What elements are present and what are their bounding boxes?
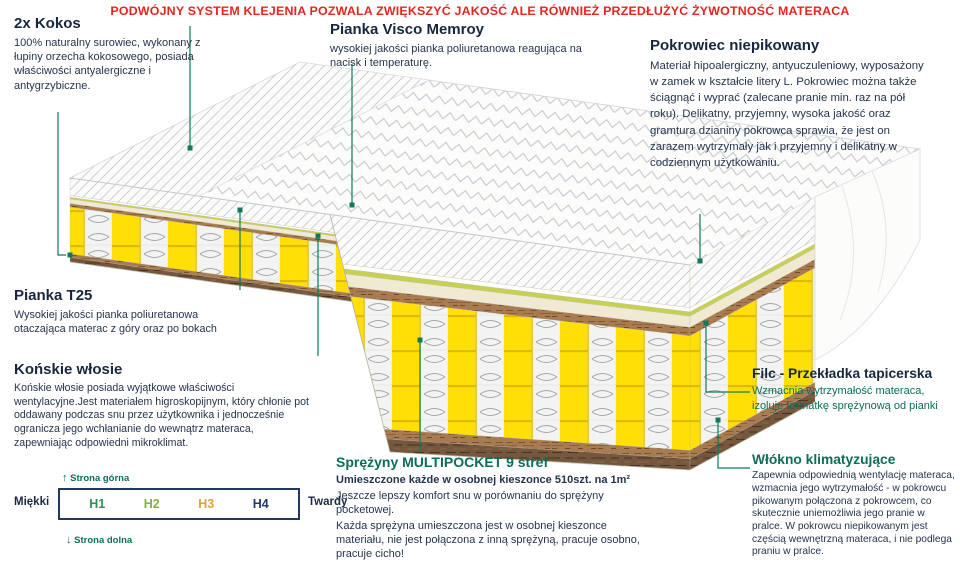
cover-drape: [814, 148, 921, 361]
callout-wlokno-body: Zapewnia odpowiednią wentylację materaca…: [752, 470, 955, 558]
callout-t25-title: Pianka T25: [14, 287, 93, 304]
hard-label: Twardy: [308, 496, 348, 508]
callout-pokrowiec-title: Pokrowiec niepikowany: [650, 37, 820, 54]
callout-wlokno: Włókno klimatyzujące Zapewnia odpowiedni…: [752, 452, 956, 559]
line-kokos: [57, 112, 66, 256]
callout-visco: Pianka Visco Memroy wysokiej jakości pia…: [330, 21, 582, 70]
mattress-front-face: [329, 214, 691, 471]
line-filc: [705, 325, 750, 393]
callout-konskie-wlosie-title: Końskie włosie: [14, 361, 123, 378]
hardness-h3: H3: [198, 497, 215, 511]
callout-filc: Filc - Przekładka tapicerska Wzmacnia wy…: [752, 366, 952, 413]
callout-kokos: 2x Kokos 100% naturalny surowiec, wykona…: [14, 15, 220, 93]
callout-pokrowiec: Pokrowiec niepikowany Materiał hipoalerg…: [650, 37, 928, 171]
hardness-h4: H4: [252, 497, 269, 511]
mattress-edges: [69, 177, 816, 471]
callout-t25: Pianka T25 Wysokiej jakości pianka poliu…: [14, 287, 218, 336]
callout-kokos-title: 2x Kokos: [14, 15, 81, 32]
callout-t25-body: Wysokiej jakości pianka poliuretanowa ot…: [14, 308, 217, 335]
hardness-h2: H2: [143, 497, 160, 511]
callout-filc-title: Filc - Przekładka tapicerska: [752, 366, 933, 381]
soft-label: Miękki: [14, 496, 50, 508]
callout-visco-title: Pianka Visco Memroy: [330, 21, 484, 38]
firmness-legend: ↑ Strona górna Miękki H1 H2 H3 H4 Twardy…: [0, 470, 347, 572]
callout-konskie-wlosie-body: Końskie włosie posiada wyjątkowe właściw…: [14, 381, 309, 449]
callout-sprezyny: Sprężyny MULTIPOCKET 9 stref Umieszczone…: [336, 454, 642, 563]
callout-sprezyny-title: Sprężyny MULTIPOCKET 9 stref: [336, 454, 549, 470]
callout-sprezyny-line1: Umieszczone każde w osobnej kieszonce 51…: [336, 473, 631, 486]
hardness-h1: H1: [89, 497, 106, 511]
down-arrow-icon: ↓: [66, 534, 72, 546]
callout-markers: [67, 145, 721, 423]
hardness-scale-box: H1 H2 H3 H4: [58, 488, 300, 520]
bottom-side-label: ↓ Strona dolna: [66, 534, 132, 546]
banner-text: PODWÓJNY SYSTEM KLEJENIA POZWALA ZWIĘKSZ…: [110, 4, 850, 18]
line-wlokno: [717, 422, 750, 469]
callout-konskie-wlosie: Końskie włosie Końskie włosie posiada wy…: [14, 361, 310, 451]
bottom-side-text: Strona dolna: [74, 535, 133, 546]
callout-filc-body: Wzmacnia wytrzymałość materaca, izoluje …: [752, 385, 938, 412]
callout-visco-body: wysokiej jakości pianka poliuretanowa re…: [330, 42, 582, 70]
callout-sprezyny-line3: Każda sprężyna umieszczona jest w osobne…: [336, 519, 640, 560]
top-side-label: ↑ Strona górna: [62, 472, 129, 484]
callout-pokrowiec-body: Materiał hipoalergiczny, antyuczuleniowy…: [650, 59, 924, 169]
callout-wlokno-title: Włókno klimatyzujące: [752, 452, 896, 467]
up-arrow-icon: ↑: [62, 472, 68, 484]
callout-kokos-body: 100% naturalny surowiec, wykonany z łupi…: [14, 36, 201, 92]
callout-sprezyny-line2: Jeszcze lepszy komfort snu w porównaniu …: [336, 489, 604, 516]
callout-lines: [57, 26, 750, 469]
mattress-left-end-face: [69, 177, 353, 302]
mattress-right-end-face: [689, 196, 816, 471]
top-side-text: Strona górna: [70, 473, 130, 484]
